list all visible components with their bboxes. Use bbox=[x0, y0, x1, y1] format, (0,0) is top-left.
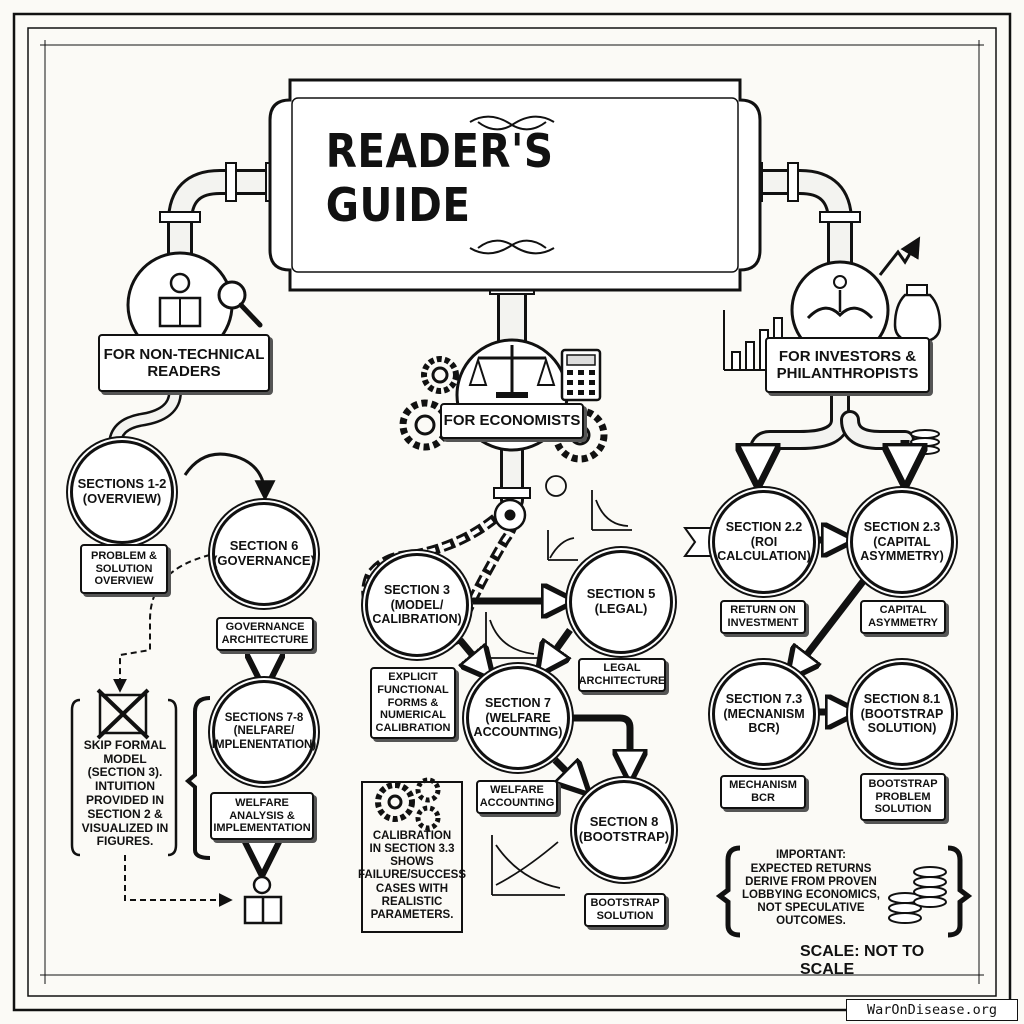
money-bag-icon bbox=[893, 284, 942, 344]
label-functional-forms: EXPLICIT FUNCTIONAL FORMS & NUMERICAL CA… bbox=[370, 667, 456, 739]
note-calibration: CALIBRATION IN SECTION 3.3 SHOWS FAILURE… bbox=[358, 829, 466, 922]
label-bootstrap-problem-solution: BOOTSTRAP PROBLEM SOLUTION bbox=[860, 773, 946, 821]
node-section-8: SECTION 8 (BOOTSTRAP) bbox=[574, 780, 674, 880]
node-section-6: SECTION 6 (GOVERNANCE) bbox=[212, 502, 316, 606]
title-plaque bbox=[268, 78, 762, 292]
label-problem-solution: PROBLEM & SOLUTION OVERVIEW bbox=[80, 544, 168, 594]
audience-economists: FOR ECONOMISTS bbox=[440, 403, 584, 439]
label-capital-asymmetry: CAPITAL ASYMMETRY bbox=[860, 600, 946, 634]
label-legal-architecture: LEGAL ARCHITECTURE bbox=[578, 658, 666, 692]
note-skip-formal-model: SKIP FORMAL MODEL (SECTION 3). INTUITION… bbox=[81, 737, 169, 849]
label-mechanism-bcr: MECHANISM BCR bbox=[720, 775, 806, 809]
node-sections-7-8: SECTIONS 7-8 (NELFARE/ IMPLENENTATION) bbox=[212, 680, 316, 784]
label-welfare-implementation: WELFARE ANALYSIS & IMPLEMENTATION bbox=[210, 792, 314, 840]
mini-plots bbox=[485, 475, 632, 896]
calculator-icon bbox=[560, 348, 602, 402]
cross-icon bbox=[96, 688, 150, 740]
node-section-5: SECTION 5 (LEGAL) bbox=[569, 550, 673, 654]
cogs-icon bbox=[375, 777, 441, 831]
label-return-on-investment: RETURN ON INVESTMENT bbox=[720, 600, 806, 634]
footer-url: WarOnDisease.org bbox=[846, 999, 1018, 1021]
node-section-2-3: SECTION 2.3 (CAPITAL ASYMMETRY) bbox=[850, 490, 954, 594]
note-important: IMPORTANT: EXPECTED RETURNS DERIVE FROM … bbox=[741, 849, 880, 928]
ribbon-decoration bbox=[683, 527, 716, 557]
node-section-7-3: SECTION 7.3 (MECNANISM BCR) bbox=[712, 662, 816, 766]
scale-note: SCALE: NOT TO SCALE bbox=[800, 943, 925, 978]
node-section-7: SECTION 7 (WELFARE ACCOUNTING) bbox=[466, 666, 570, 770]
reader-icon bbox=[243, 875, 283, 925]
label-governance-architecture: GOVERNANCE ARCHITECTURE bbox=[216, 617, 314, 651]
page-title: READER'S GUIDE bbox=[325, 124, 554, 232]
note-brackets bbox=[70, 696, 973, 938]
magnifier-icon bbox=[217, 280, 263, 328]
node-section-2-2: SECTION 2.2 (ROI CALCULATION) bbox=[712, 490, 816, 594]
label-welfare-accounting: WELFARE ACCOUNTING bbox=[476, 780, 558, 814]
chain-decoration bbox=[361, 497, 527, 650]
label-bootstrap-solution: BOOTSTRAP SOLUTION bbox=[584, 893, 666, 927]
node-section-3: SECTION 3 (MODEL/ CALIBRATION) bbox=[365, 553, 469, 657]
node-sections-1-2: SECTIONS 1-2 (OVERVIEW) bbox=[70, 440, 174, 544]
node-section-8-1: SECTION 8.1 (BOOTSTRAP SOLUTION) bbox=[850, 662, 954, 766]
audience-investors: FOR INVESTORS & PHILANTHROPISTS bbox=[765, 337, 930, 393]
page-frame bbox=[12, 12, 1012, 1012]
audience-non-technical: FOR NON-TECHNICAL READERS bbox=[98, 334, 270, 392]
